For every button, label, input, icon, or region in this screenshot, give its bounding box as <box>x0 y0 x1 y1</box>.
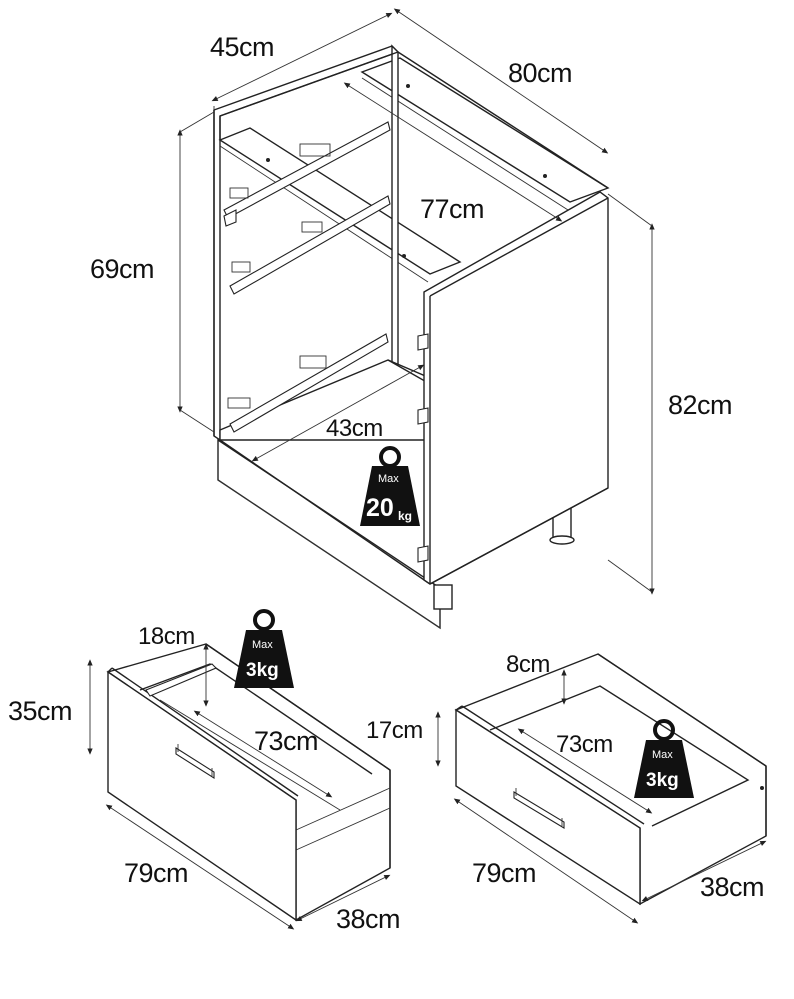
deep-drawer-depth-label: 38cm <box>336 904 400 934</box>
cabinet-leg <box>433 584 453 610</box>
cabinet-drawing: 45cm 80cm 77cm 69cm 82cm 43cm Max 20 kg <box>90 8 733 630</box>
svg-text:3kg: 3kg <box>646 770 679 791</box>
cabinet-width-label: 80cm <box>508 58 572 88</box>
weight-icon: Max 20 kg <box>360 446 420 526</box>
deep-drawer-width-label: 79cm <box>124 858 188 888</box>
shallow-drawer-width-label: 79cm <box>472 858 536 888</box>
cabinet-depth-label: 45cm <box>210 32 274 62</box>
dim-line-inner-depth <box>251 364 425 462</box>
deep-drawer-inner-width-label: 73cm <box>254 726 318 756</box>
svg-text:Max: Max <box>652 749 673 761</box>
drawer-runner <box>229 195 391 295</box>
svg-text:20: 20 <box>366 494 394 522</box>
dim-line-deep-drawer-depth <box>295 874 391 922</box>
shallow-drawer-height-label: 17cm <box>366 717 423 744</box>
dim-line-deep-drawer-inner-width <box>193 710 333 798</box>
svg-text:kg: kg <box>398 509 412 523</box>
weight-icon: Max 3kg <box>234 609 294 688</box>
cabinet-total-height-label: 82cm <box>668 390 732 420</box>
deep-drawer-height-label: 35cm <box>8 696 72 726</box>
dim-line-shallow-drawer-inner-width <box>517 728 653 814</box>
shallow-drawer-depth-label: 38cm <box>700 872 764 902</box>
dim-line-depth <box>211 12 393 102</box>
cabinet-inner-depth-label: 43cm <box>326 415 383 442</box>
dim-line-inner-width <box>343 82 563 222</box>
svg-text:Max: Max <box>378 473 399 485</box>
dim-line-deep-drawer-width <box>105 804 295 930</box>
shallow-drawer-drawing: 8cm 17cm 73cm 79cm 38cm Max 3kg <box>366 651 767 924</box>
cabinet-inner-width-label: 77cm <box>420 194 484 224</box>
dim-line-shallow-drawer-depth <box>641 840 767 902</box>
shallow-drawer-inner-width-label: 73cm <box>556 731 613 758</box>
deep-drawer-drawing: 35cm 18cm 73cm 79cm 38cm Max 3kg <box>8 609 401 934</box>
dim-line-width <box>393 8 609 154</box>
deep-drawer-inner-height-label: 18cm <box>138 623 195 650</box>
svg-text:3kg: 3kg <box>246 660 279 681</box>
dim-line-shallow-drawer-width <box>453 798 639 924</box>
shallow-drawer-inner-height-label: 8cm <box>506 651 550 678</box>
svg-text:Max: Max <box>252 639 273 651</box>
weight-icon: Max 3kg <box>634 719 694 798</box>
cabinet-inner-height-label: 69cm <box>90 254 154 284</box>
